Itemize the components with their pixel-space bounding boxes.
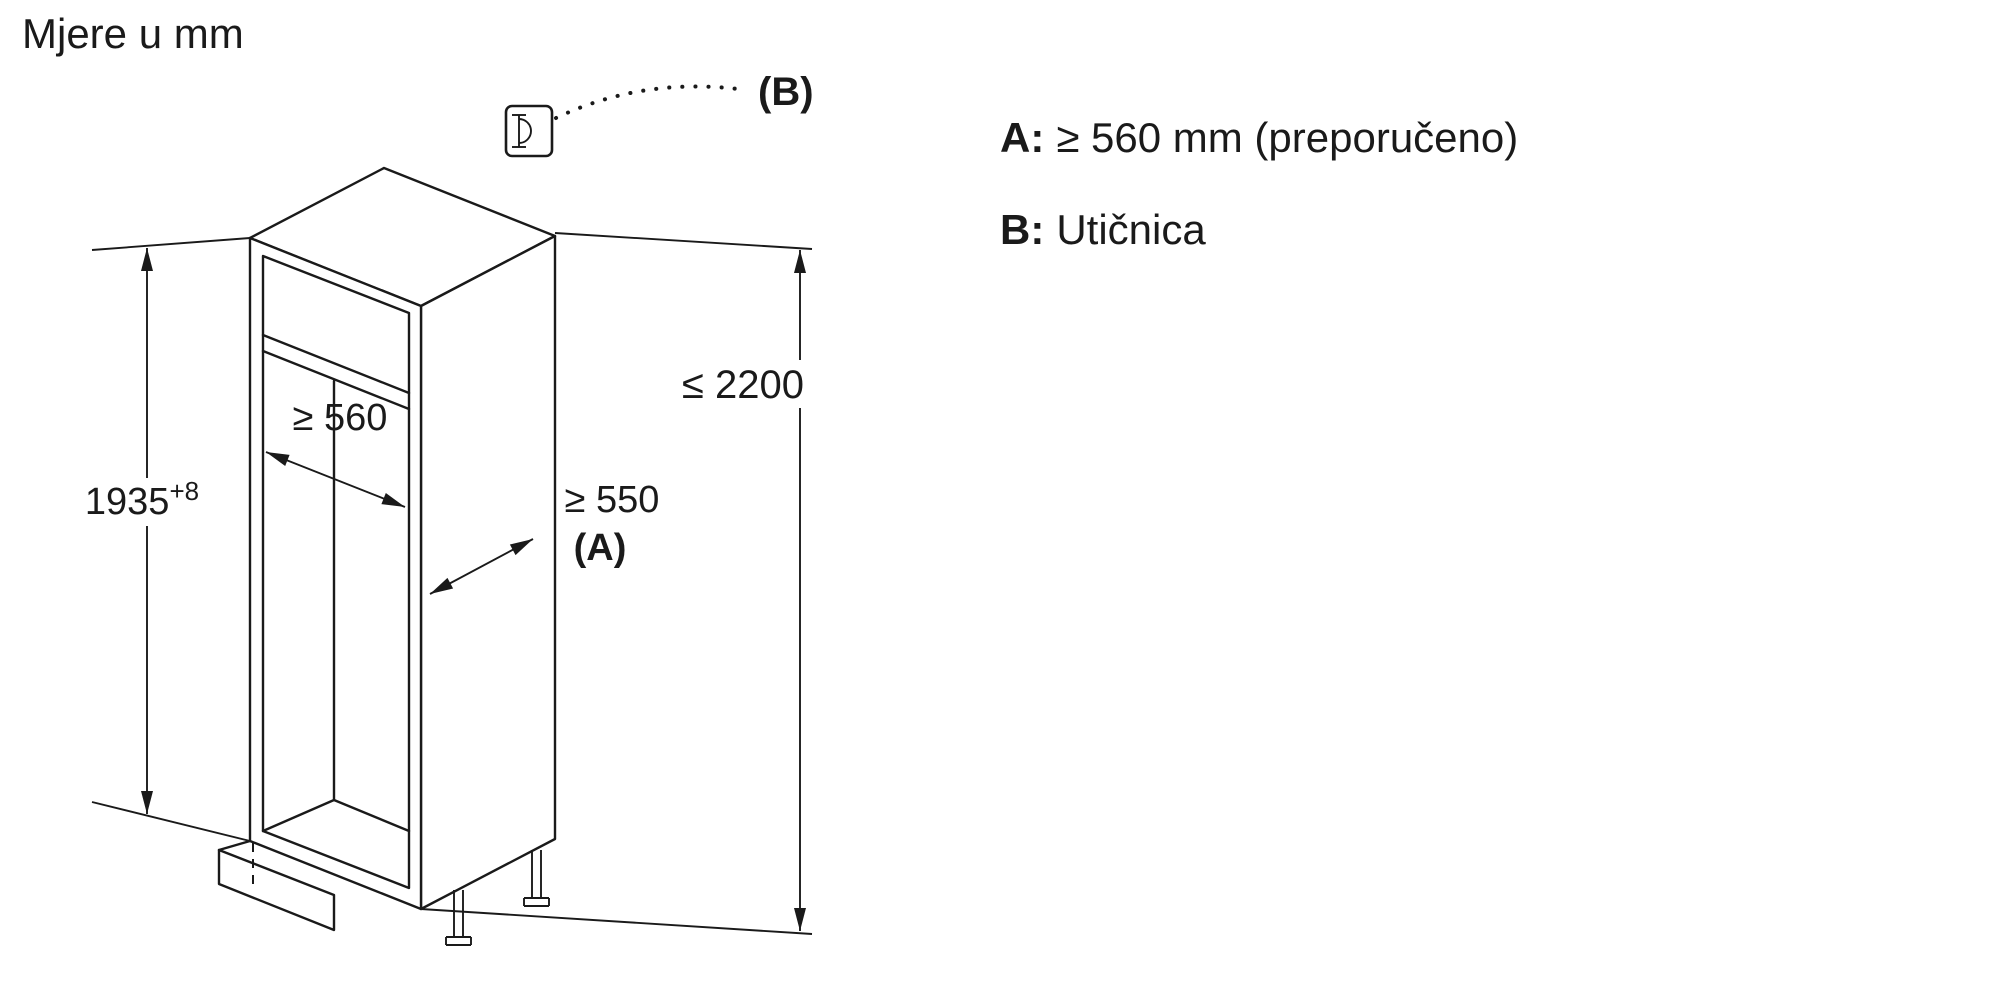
- dimension-text-mask: [84, 478, 206, 526]
- dimension-text-mask: [674, 360, 814, 408]
- niche-width-label: ≥ 560: [293, 397, 388, 439]
- dimension-arrow: [429, 538, 534, 595]
- total-height-label: ≤ 2200: [682, 363, 804, 407]
- niche-height-value: 1935: [85, 481, 170, 523]
- foot-right: [523, 850, 550, 907]
- page-title: Mjere u mm: [22, 10, 244, 57]
- niche-depth-ref-label: (A): [574, 527, 627, 569]
- dimension-niche-height: 1935+8: [84, 237, 251, 842]
- shelf-band: [261, 333, 411, 411]
- dimension-niche-width: ≥ 560: [265, 397, 406, 508]
- niche-interior-edges: [261, 379, 411, 833]
- niche-height-tolerance: +8: [169, 476, 199, 506]
- foot-left: [445, 890, 472, 946]
- niche-opening: [261, 254, 411, 890]
- witness-line-bottom: [420, 908, 813, 935]
- socket-leader-dotted-line: [554, 84, 748, 120]
- legend-key-a: A:: [1000, 114, 1044, 161]
- dimension-niche-depth: ≥ 550 (A): [429, 479, 660, 595]
- legend-text-b: Utičnica: [1056, 206, 1206, 253]
- witness-line-bottom: [91, 801, 251, 842]
- niche-depth-label: ≥ 550: [565, 479, 660, 521]
- cabinet-drawing: [217, 166, 557, 946]
- power-socket-icon: [504, 104, 554, 158]
- witness-line-top: [554, 232, 813, 250]
- dimension-total-height: ≤ 2200: [420, 232, 814, 935]
- niche-height-label: 1935+8: [85, 476, 199, 523]
- dimension-arrow: [265, 451, 406, 508]
- legend: A: ≥ 560 mm (preporučeno) B: Utičnica: [1000, 114, 1518, 253]
- socket-ref-label: (B): [758, 70, 814, 114]
- front-face: [248, 236, 423, 911]
- socket-callout: (B): [504, 70, 814, 158]
- right-face: [419, 234, 557, 911]
- legend-item-b: B: Utičnica: [1000, 206, 1206, 253]
- plinth: [217, 839, 336, 932]
- legend-text-a: ≥ 560 mm (preporučeno): [1056, 114, 1518, 161]
- legend-key-b: B:: [1000, 206, 1044, 253]
- witness-line-top: [91, 237, 251, 251]
- legend-item-a: A: ≥ 560 mm (preporučeno): [1000, 114, 1518, 161]
